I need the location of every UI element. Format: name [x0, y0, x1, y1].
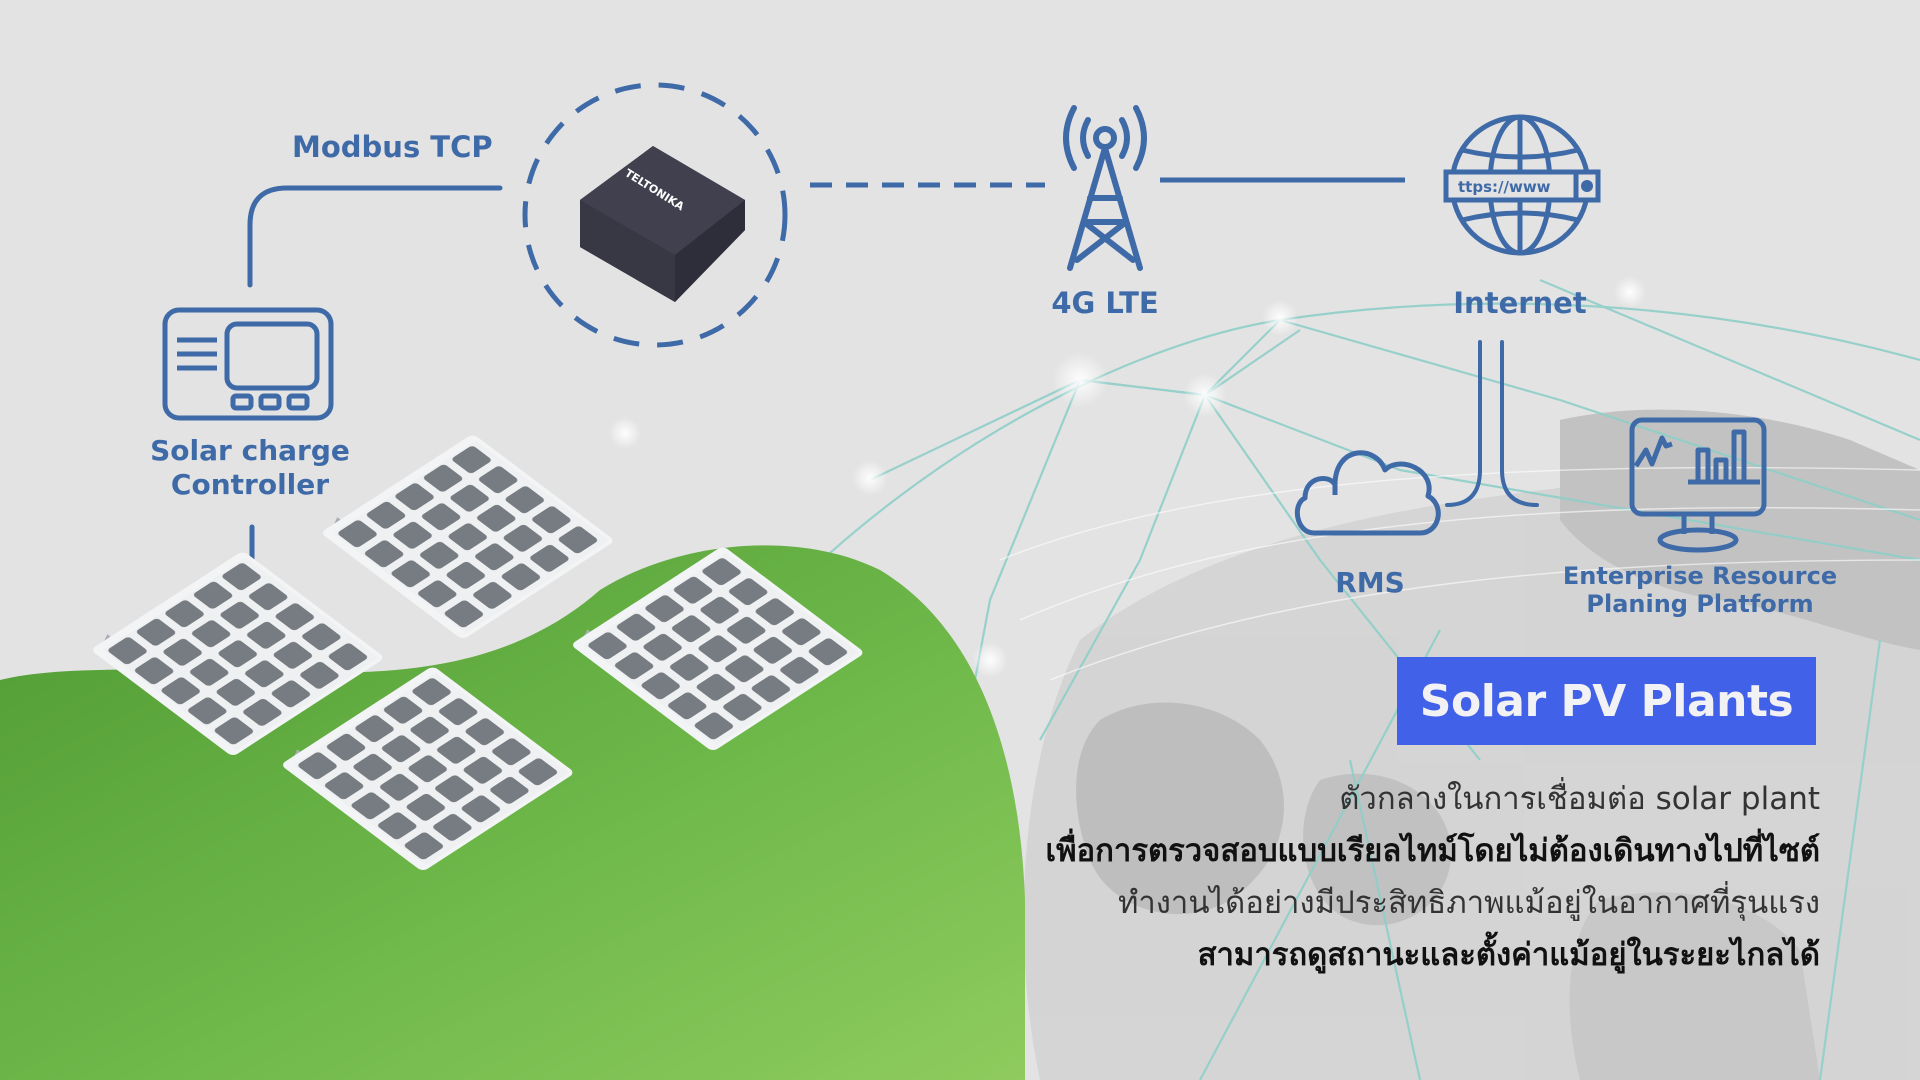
- world-map: [1023, 409, 1920, 1080]
- charge-controller-icon: [162, 307, 334, 421]
- modbus-tcp-label: Modbus TCP: [292, 130, 493, 164]
- modbus-link: [247, 185, 503, 288]
- rms-label: RMS: [1335, 566, 1405, 599]
- headline-banner: Solar PV Plants: [1397, 657, 1816, 745]
- controller-label: Solar charge Controller: [130, 434, 370, 502]
- headline-text: Solar PV Plants: [1419, 675, 1794, 727]
- controller-label-line1: Solar charge: [150, 434, 350, 467]
- url-bar-text: ttps://www: [1458, 178, 1551, 196]
- router-device: TELTONIKA: [580, 146, 745, 302]
- internet-rms-fork: [1445, 340, 1482, 507]
- erp-label-line2: Planing Platform: [1586, 590, 1814, 618]
- description-block: ตัวกลางในการเชื่อมต่อ solar plant เพื่อก…: [1046, 773, 1820, 981]
- description-line-4: สามารถดูสถานะและตั้งค่าแม้อยู่ในระยะไกลไ…: [1197, 937, 1820, 973]
- lte-label: 4G LTE: [1051, 286, 1159, 320]
- erp-label: Enterprise Resource Planing Platform: [1540, 562, 1860, 618]
- description-line-2: เพื่อการตรวจสอบแบบเรียลไทม์โดยไม่ต้องเดิ…: [1045, 833, 1820, 869]
- globe-icon: ttps://www: [1443, 114, 1601, 256]
- router-node: TELTONIKA: [522, 82, 788, 348]
- internet-erp-fork: [1500, 340, 1539, 507]
- description-line-1: ตัวกลางในการเชื่อมต่อ solar plant: [1339, 781, 1820, 817]
- description-line-3: ทำงานได้อย่างมีประสิทธิภาพแม้อยู่ในอากาศ…: [1117, 885, 1820, 921]
- erp-label-line1: Enterprise Resource: [1562, 562, 1838, 590]
- controller-label-line2: Controller: [170, 468, 330, 501]
- cell-tower-icon: [1063, 105, 1147, 271]
- solar-panel-3: [567, 543, 866, 752]
- cloud-icon: [1294, 450, 1441, 536]
- internet-label: Internet: [1453, 286, 1587, 320]
- solar-panel-array: [87, 431, 866, 872]
- monitor-chart-icon: [1629, 417, 1767, 553]
